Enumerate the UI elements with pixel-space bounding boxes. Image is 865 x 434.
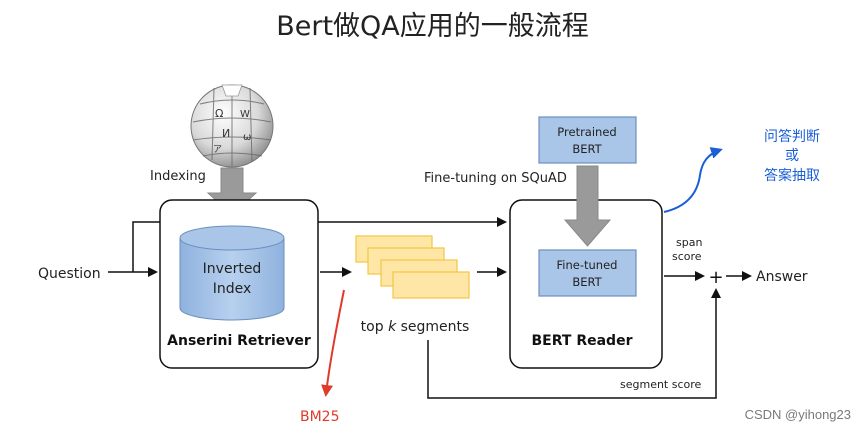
svg-text:ア: ア xyxy=(213,145,222,155)
question-arrows xyxy=(108,217,507,277)
finetuned-line2: BERT xyxy=(572,275,602,289)
fine-tuning-arrow xyxy=(563,165,612,247)
span-label-line2: score xyxy=(672,250,702,263)
segment-card xyxy=(392,271,470,299)
segments-stack xyxy=(355,235,470,299)
finetuned-bert-box xyxy=(538,249,637,297)
bm25-label: BM25 xyxy=(300,409,340,425)
question-label: Question xyxy=(38,266,101,282)
svg-text:ω: ω xyxy=(243,132,251,143)
pretrained-line2: BERT xyxy=(572,142,602,156)
indexing-label: Indexing xyxy=(150,169,206,184)
annotation-line2: 或 xyxy=(785,148,799,164)
inverted-index-line2: Index xyxy=(213,281,252,297)
answer-label: Answer xyxy=(756,269,808,285)
svg-text:И: И xyxy=(222,127,230,140)
finetuned-line1: Fine-tuned xyxy=(557,258,618,272)
segment-score-label: segment score xyxy=(620,378,702,391)
top-k-label: top k segments xyxy=(361,319,470,335)
annotation-arrow xyxy=(663,147,723,213)
retriever-label: Anserini Retriever xyxy=(167,333,311,349)
segment-score-arrow xyxy=(427,288,721,399)
inverted-index-cylinder xyxy=(179,225,285,321)
bm25-arrow xyxy=(321,289,345,397)
svg-text:Ω: Ω xyxy=(215,107,223,120)
page-title: Bert做QA应用的一般流程 xyxy=(276,11,589,42)
plus-sign: + xyxy=(708,267,723,288)
annotation-line3: 答案抽取 xyxy=(764,167,820,184)
annotation-line1: 问答判断 xyxy=(764,128,820,145)
svg-text:W: W xyxy=(240,109,250,120)
fine-tuning-label: Fine-tuning on SQuAD xyxy=(424,171,567,186)
wikipedia-globe-icon: Ω W И ω ア xyxy=(190,84,274,168)
inverted-index-line1: Inverted xyxy=(203,261,262,277)
watermark: CSDN @yihong23 xyxy=(744,407,851,422)
pretrained-line1: Pretrained xyxy=(557,125,616,139)
reader-label: BERT Reader xyxy=(532,333,633,349)
pretrained-bert-box xyxy=(538,116,637,164)
span-label-line1: span xyxy=(676,236,702,249)
